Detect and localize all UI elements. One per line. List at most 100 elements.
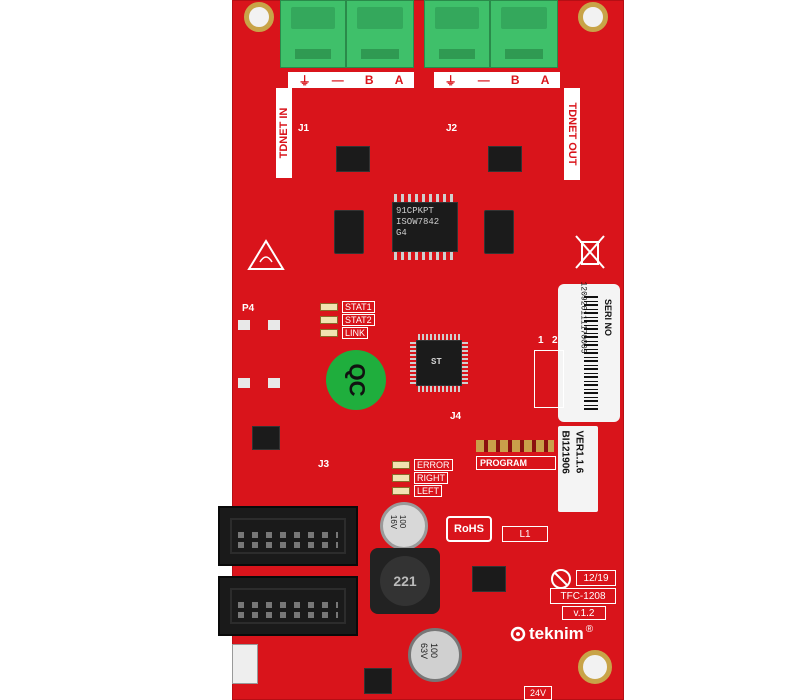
out-pin-gnd: ⏚: [444, 73, 457, 88]
terminal-block-in-right[interactable]: [346, 0, 414, 68]
qc-sticker-text: QC: [344, 363, 369, 397]
isolator-ic-marking: 91CPKPT ISOW7842 G4: [396, 206, 440, 238]
microcontroller-ic: ST: [416, 340, 462, 386]
dc-converter-right: [484, 210, 514, 254]
teknim-logo-icon: [510, 626, 526, 642]
pad-1-label: 1: [538, 335, 544, 346]
error-label: ERROR: [414, 458, 453, 471]
isolator-pins-top: [394, 194, 456, 202]
hazard-triangle-icon: [247, 239, 285, 270]
in-pin-b: B: [364, 73, 374, 87]
stat2-led: [320, 315, 338, 324]
p4-label: P4: [242, 303, 255, 314]
terminal-block-in-left[interactable]: [280, 0, 346, 68]
l1-label: L1: [519, 528, 531, 540]
out-pin-minus: —: [477, 73, 490, 87]
serial-number-label: 120920111170005 SERI NO: [558, 281, 620, 422]
stat1-led: [320, 302, 338, 311]
weee-bin-icon: [575, 235, 605, 269]
tdnet-in-label: TDNET IN: [278, 107, 290, 159]
transceiver-ic-right: [488, 146, 522, 172]
left-label: LEFT: [414, 484, 443, 497]
out-pin-a: A: [540, 73, 550, 87]
version-label: VER1.1.6 BI121906: [558, 426, 598, 512]
mcu-pins-left: [410, 342, 416, 384]
j3-label: J3: [318, 459, 330, 470]
program-label-box: PROGRAM: [476, 456, 556, 470]
dc-converter-left: [334, 210, 364, 254]
in-pin-minus: —: [331, 73, 344, 87]
power-label: 24V: [529, 688, 546, 698]
inductor-value: 221: [393, 573, 417, 589]
rohs-mark: RoHS: [446, 516, 492, 542]
tdnet-in-label-box: TDNET IN: [276, 88, 292, 178]
in-pin-a: A: [394, 73, 404, 87]
p4-pad-4: [268, 378, 280, 388]
brand-logo: teknim ®: [510, 624, 593, 644]
capacitor-small: 100 16V: [380, 502, 428, 550]
p4-pad-1: [238, 320, 250, 330]
power-ic: [472, 566, 506, 592]
tdnet-out-label: TDNET OUT: [566, 102, 578, 166]
pb-free-icon: [551, 569, 571, 589]
isolator-pins-bottom: [394, 252, 456, 260]
stat1-label: STAT1: [342, 300, 375, 313]
mcu-pins-bottom: [418, 386, 460, 392]
mcu-pins-right: [462, 342, 468, 384]
brand-mark: ®: [585, 624, 594, 635]
indicator-led-list: ERROR RIGHT LEFT: [392, 458, 453, 497]
revision: v.1.2: [573, 607, 595, 619]
serial-barcode: [584, 294, 598, 410]
error-led: [392, 460, 410, 469]
regulator-ic: [252, 426, 280, 450]
ribbon-header-top[interactable]: [218, 506, 358, 566]
power-label-box: 24V: [524, 686, 552, 700]
capacitor-large-value: 100 63V: [419, 642, 440, 660]
out-pin-labels: ⏚ — B A: [434, 72, 560, 88]
capacitor-large: 100 63V: [408, 628, 462, 682]
j4-label: J4: [450, 411, 462, 422]
status-led-list: STAT1 STAT2 LINK: [320, 300, 375, 339]
l1-box: L1: [502, 526, 548, 542]
diode: [232, 644, 258, 684]
model-name: TFC-1208: [560, 590, 606, 602]
left-led: [392, 486, 410, 495]
serial-number: 120920111170005: [578, 281, 588, 354]
terminal-block-out-left[interactable]: [424, 0, 490, 68]
small-transistor: [364, 668, 392, 694]
brand-name: teknim: [529, 624, 584, 643]
link-led: [320, 328, 338, 337]
link-label: LINK: [342, 326, 369, 339]
in-pin-labels: ⏚ — B A: [288, 72, 414, 88]
mounting-hole-top-right: [578, 2, 608, 32]
tdnet-out-label-box: TDNET OUT: [564, 88, 580, 180]
version-text: VER1.1.6: [573, 430, 585, 474]
circuit-board: ⏚ — B A ⏚ — B A TDNET IN TDNET OUT J1 J2…: [218, 0, 624, 700]
j2-label: J2: [446, 123, 458, 134]
inductor: 221: [370, 548, 440, 614]
p4-pad-2: [268, 320, 280, 330]
date-box: 12/19: [576, 570, 616, 586]
capacitor-small-value: 100 16V: [389, 514, 408, 530]
terminal-block-out-right[interactable]: [490, 0, 558, 68]
rohs-text: RoHS: [454, 523, 484, 535]
stat2-label: STAT2: [342, 313, 375, 326]
transceiver-ic-left: [336, 146, 370, 172]
mcu-pins-top: [418, 334, 460, 340]
model-box: TFC-1208: [550, 588, 616, 604]
isolator-ic: 91CPKPT ISOW7842 G4: [392, 202, 458, 252]
right-led: [392, 473, 410, 482]
p4-pad-3: [238, 378, 250, 388]
in-pin-gnd: ⏚: [298, 73, 311, 88]
date-code: 12/19: [583, 572, 609, 584]
program-header[interactable]: [476, 440, 554, 452]
version-code: BI121906: [559, 430, 571, 474]
qc-sticker: QC: [326, 350, 386, 410]
microcontroller-marking: ST: [431, 357, 442, 367]
serial-title: SERI NO: [603, 299, 613, 337]
revision-box: v.1.2: [562, 606, 606, 620]
mounting-hole-top-left: [244, 2, 274, 32]
out-pin-b: B: [510, 73, 520, 87]
right-label: RIGHT: [414, 471, 448, 484]
ribbon-header-bottom[interactable]: [218, 576, 358, 636]
